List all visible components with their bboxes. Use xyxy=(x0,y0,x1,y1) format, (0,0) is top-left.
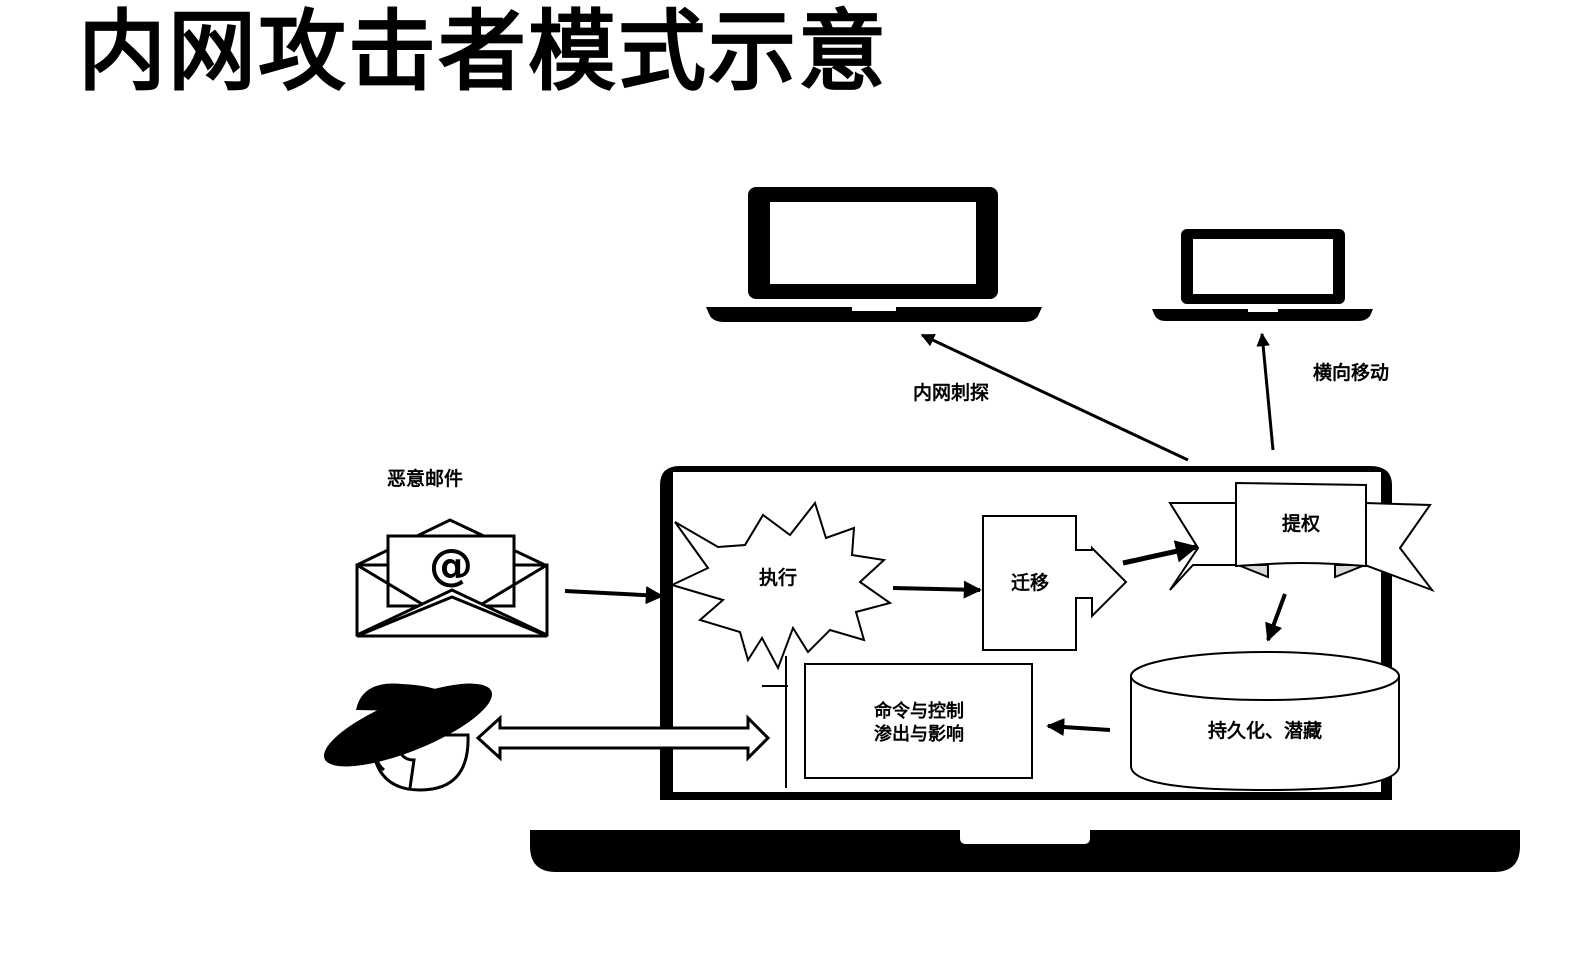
bidirectional-arrow xyxy=(475,714,771,762)
persistence-cylinder xyxy=(1130,651,1400,792)
execute-label: 执行 xyxy=(759,566,797,589)
hacker-hat-icon xyxy=(323,683,493,792)
arrow-execute-to-migrate xyxy=(892,580,982,599)
migrate-label: 迁移 xyxy=(1011,571,1049,594)
laptop-icon xyxy=(706,187,1042,322)
arrow-lateral-movement xyxy=(1256,332,1275,451)
persistence-label: 持久化、潜藏 xyxy=(1208,719,1322,742)
envelope-at-icon: @ xyxy=(355,518,549,638)
arrow-migrate-to-privilege xyxy=(1122,540,1199,566)
migrate-box xyxy=(982,515,1128,651)
lateral-movement-label: 横向移动 xyxy=(1313,361,1389,384)
internal-recon-label: 内网刺探 xyxy=(913,381,989,404)
arrow-internal-recon xyxy=(920,333,1189,462)
laptop-icon xyxy=(1152,229,1373,321)
page-title: 内网攻击者模式示意 xyxy=(78,0,889,103)
execute-burst xyxy=(669,500,893,671)
c2-box xyxy=(804,663,1033,779)
arrow-privilege-to-persistence xyxy=(1265,593,1287,642)
privilege-ribbon xyxy=(1168,481,1435,593)
c2-label-line2: 渗出与影响 xyxy=(874,723,964,745)
svg-text:@: @ xyxy=(429,540,473,591)
arrow-persistence-to-c2 xyxy=(1046,718,1111,737)
malicious-email-label: 恶意邮件 xyxy=(387,467,463,490)
c2-label-line1: 命令与控制 xyxy=(874,700,964,722)
arrow-email-to-execute xyxy=(564,586,664,605)
privilege-label: 提权 xyxy=(1282,512,1320,535)
